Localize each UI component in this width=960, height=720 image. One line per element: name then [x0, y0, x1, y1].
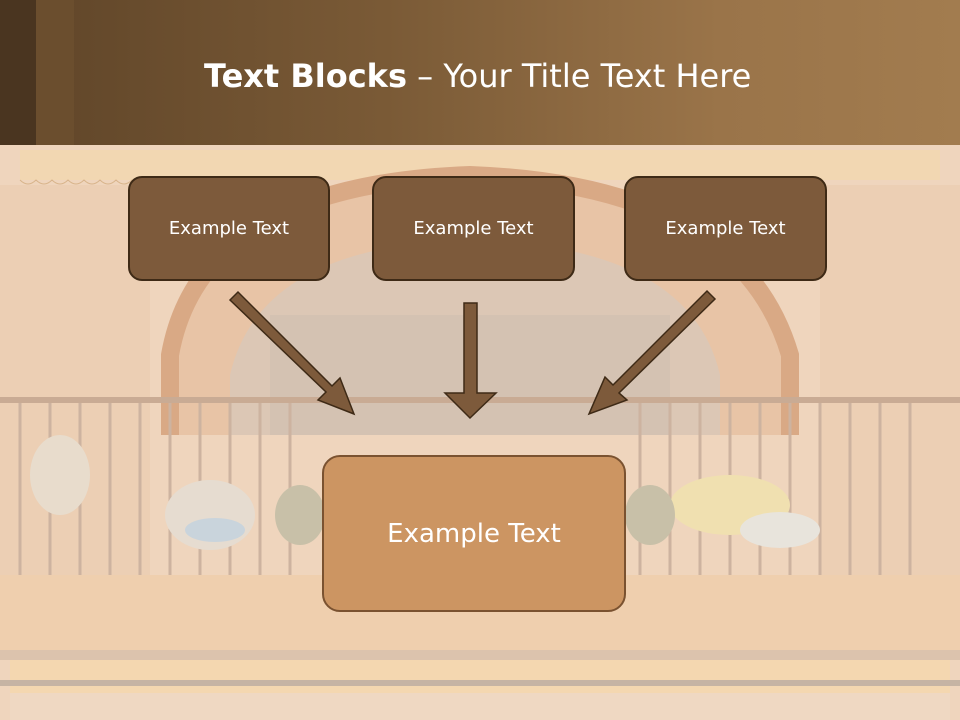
text-box-label: Example Text — [168, 218, 290, 239]
title-bold-part: Text Blocks — [204, 57, 407, 95]
header-bar — [0, 0, 960, 145]
title-rest: Your Title Text Here — [443, 57, 752, 95]
text-box-top-left[interactable]: Example Text — [128, 176, 330, 281]
text-box-label: Example Text — [387, 518, 561, 549]
title-dash: – — [407, 57, 444, 95]
text-box-top-right[interactable]: Example Text — [624, 176, 827, 281]
text-box-top-center[interactable]: Example Text — [372, 176, 575, 281]
slide-title: Text Blocks – Your Title Text Here — [204, 56, 751, 96]
header-accent-mid — [36, 0, 74, 145]
header-accent-dark — [0, 0, 36, 145]
text-box-label: Example Text — [665, 218, 786, 239]
text-box-label: Example Text — [413, 218, 534, 239]
text-box-bottom[interactable]: Example Text — [322, 455, 626, 612]
